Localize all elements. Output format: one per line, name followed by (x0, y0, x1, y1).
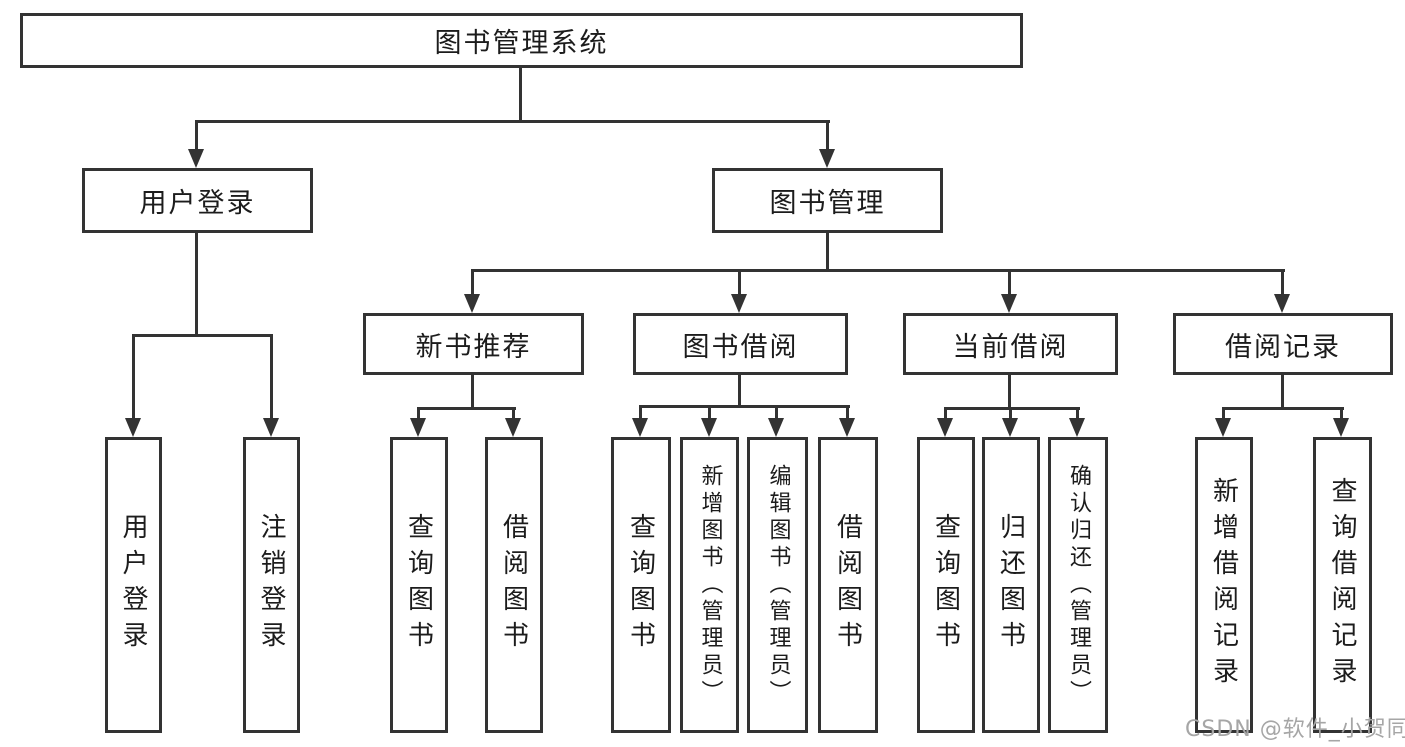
arrow-down-icon (937, 418, 953, 437)
arrow-down-icon (768, 418, 784, 437)
leaf-label: 用户登录 (118, 513, 148, 657)
node-root-system-label: 图书管理系统 (434, 28, 609, 59)
arrow-down-icon (1333, 418, 1349, 437)
node-root-system: 图书管理系统 (20, 13, 1023, 68)
node-current-borrow-label: 当前借阅 (952, 331, 1069, 363)
connector-drop-book-borrow (738, 269, 741, 296)
connector-drop-leaf (639, 405, 642, 420)
arrow-down-icon (263, 418, 279, 437)
leaf-borrow-books-2: 借阅图书 (818, 437, 878, 733)
connector-drop-current-borrow (1008, 269, 1011, 296)
node-new-book-recommend: 新书推荐 (363, 313, 584, 375)
arrow-down-icon (819, 149, 835, 168)
leaf-label: 查询图书 (625, 513, 656, 657)
connector-drop-leaf (1340, 407, 1343, 420)
csdn-watermark: CSDN @软件_小贺同学 (1185, 717, 1405, 742)
arrow-down-icon (125, 418, 141, 437)
connector-root-stem (519, 68, 522, 123)
leaf-label: 借阅图书 (498, 513, 529, 657)
leaf-query-books-2: 查询图书 (611, 437, 671, 733)
connector-drop-borrow-records (1281, 269, 1284, 296)
leaf-user-login: 用户登录 (105, 437, 162, 733)
node-book-management: 图书管理 (712, 168, 943, 233)
connector-userlogin-bar (132, 334, 273, 337)
connector-drop-leaf (1222, 407, 1225, 420)
leaf-label: 查询图书 (403, 513, 434, 657)
arrow-down-icon (1215, 418, 1231, 437)
leaf-query-borrow-record: 查询借阅记录 (1313, 437, 1372, 733)
leaf-edit-books-admin: 编辑图书（管理员） (747, 437, 808, 733)
connector-root-bar (196, 120, 830, 123)
connector-drop-leaf (708, 405, 711, 420)
connector-currentborrow-stem (1008, 375, 1011, 410)
connector-drop-leaf (775, 405, 778, 420)
leaf-label: 确认归还（管理员） (1066, 463, 1091, 707)
arrow-down-icon (731, 294, 747, 313)
connector-drop-leaf (846, 405, 849, 420)
leaf-label: 借阅图书 (832, 513, 863, 657)
leaf-query-books-3: 查询图书 (917, 437, 975, 733)
leaf-logout: 注销登录 (243, 437, 300, 733)
node-borrow-records-label: 借阅记录 (1225, 331, 1341, 363)
leaf-label: 查询图书 (930, 513, 961, 657)
connector-bookborrow-bar (639, 405, 850, 408)
connector-drop-leaf (270, 334, 273, 419)
connector-drop-leaf (1076, 407, 1079, 420)
arrow-down-icon (701, 418, 717, 437)
leaf-label: 归还图书 (995, 513, 1026, 657)
connector-bookborrow-stem (738, 375, 741, 408)
connector-borrowrecords-stem (1281, 375, 1284, 410)
leaf-return-books: 归还图书 (982, 437, 1040, 733)
node-book-borrow: 图书借阅 (633, 313, 848, 375)
connector-bookmgmt-bar (471, 269, 1285, 272)
node-current-borrow: 当前借阅 (903, 313, 1118, 375)
arrow-down-icon (839, 418, 855, 437)
connector-drop-leaf (1009, 407, 1012, 420)
connector-drop-user-login (195, 120, 198, 150)
arrow-down-icon (188, 149, 204, 168)
arrow-down-icon (1069, 418, 1085, 437)
node-user-login-label: 用户登录 (139, 188, 256, 219)
leaf-confirm-return-admin: 确认归还（管理员） (1048, 437, 1108, 733)
arrow-down-icon (410, 418, 426, 437)
leaf-label: 注销登录 (256, 513, 286, 657)
arrow-down-icon (1001, 294, 1017, 313)
connector-userlogin-stem (195, 233, 198, 337)
leaf-label: 新增图书（管理员） (697, 463, 723, 707)
connector-drop-leaf (132, 334, 135, 419)
arrow-down-icon (632, 418, 648, 437)
connector-drop-book-mgmt (826, 120, 829, 150)
node-book-management-label: 图书管理 (769, 188, 886, 219)
leaf-label: 编辑图书（管理员） (765, 463, 791, 707)
node-user-login: 用户登录 (82, 168, 313, 233)
leaf-label: 查询借阅记录 (1327, 477, 1357, 693)
connector-bookmgmt-stem (826, 233, 829, 272)
connector-drop-leaf (944, 407, 947, 420)
leaf-query-books-1: 查询图书 (390, 437, 448, 733)
connector-drop-new-books (471, 269, 474, 296)
leaf-add-books-admin: 新增图书（管理员） (680, 437, 739, 733)
node-new-book-recommend-label: 新书推荐 (415, 331, 532, 363)
arrow-down-icon (1274, 294, 1290, 313)
connector-drop-leaf (417, 407, 420, 420)
leaf-label: 新增借阅记录 (1208, 477, 1239, 693)
arrow-down-icon (464, 294, 480, 313)
leaf-add-borrow-record: 新增借阅记录 (1195, 437, 1253, 733)
node-borrow-records: 借阅记录 (1173, 313, 1393, 375)
leaf-borrow-books-1: 借阅图书 (485, 437, 543, 733)
arrow-down-icon (505, 418, 521, 437)
connector-borrowrecords-bar (1222, 407, 1344, 410)
connector-currentborrow-bar (944, 407, 1080, 410)
node-book-borrow-label: 图书借阅 (682, 331, 799, 363)
connector-drop-leaf (512, 407, 515, 420)
connector-newbooks-stem (471, 375, 474, 410)
connector-newbooks-bar (417, 407, 516, 410)
arrow-down-icon (1002, 418, 1018, 437)
